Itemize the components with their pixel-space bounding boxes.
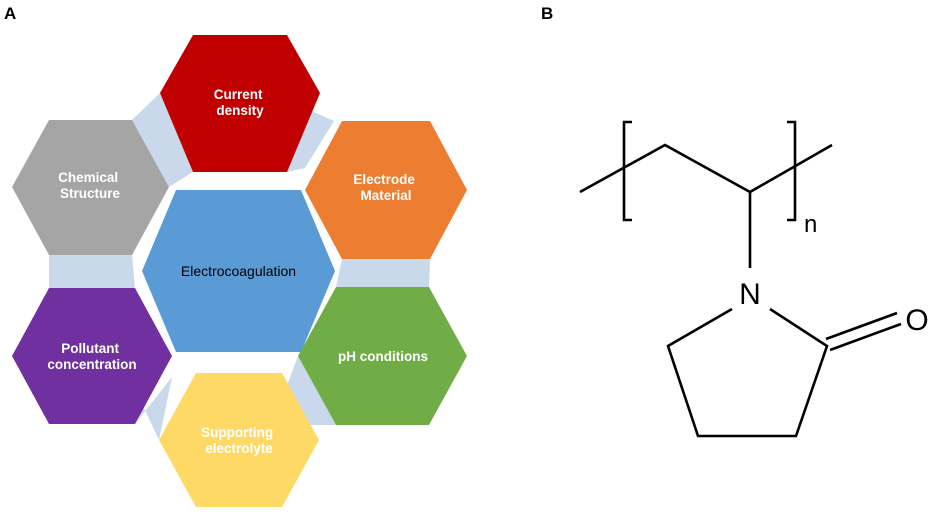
hexagon-supporting-electrolyte: [159, 373, 319, 507]
backbone-bonds: [579, 143, 833, 194]
hexagon-pollutant-concentration: [12, 288, 172, 424]
center-hexagon-label: Electrocoagulation: [181, 263, 296, 279]
panel-label-a: A: [4, 4, 16, 23]
label-line: concentration: [47, 357, 136, 372]
left-bracket: [622, 120, 632, 222]
label-line: Current: [214, 87, 263, 102]
hexagon-current-density: [160, 35, 320, 172]
label-line: density: [216, 103, 264, 118]
hexagon-label-electrode-material: Electrode Material: [353, 172, 418, 203]
label-line: pH conditions: [338, 349, 428, 364]
factor-diagram: Electrocoagulation Current density Elect…: [12, 35, 467, 507]
connector-structure-current: [132, 93, 193, 187]
hexagon-label-current-density: Current density: [214, 87, 267, 118]
label-line: Electrode: [353, 172, 415, 187]
hexagon-label-pollutant-concentration: Pollutant concentration: [47, 341, 136, 372]
hexagon-chemical-structure: [12, 120, 169, 255]
label-line: electrolyte: [205, 441, 273, 456]
label-line: Structure: [60, 186, 121, 201]
right-bracket: [787, 120, 797, 222]
carbonyl-bond-2: [829, 322, 902, 352]
hexagon-ph-conditions: [298, 287, 467, 425]
connector-electrolyte-pollutant: [135, 377, 172, 440]
connector-pollutant-structure: [49, 255, 135, 288]
hexagon-label-supporting-electrolyte: Supporting electrolyte: [201, 425, 277, 456]
hexagon-label-ph-conditions: pH conditions: [338, 349, 428, 364]
connector-current-electrode: [287, 108, 334, 172]
label-line: Chemical: [58, 170, 118, 185]
hexagon-electrode-material: [305, 121, 467, 259]
label-line: Supporting: [201, 425, 273, 440]
chemical-structure-pvp: n N O: [579, 120, 929, 438]
repeat-subscript: n: [804, 211, 817, 238]
ring-bonds: [666, 307, 829, 438]
hexagon-label-chemical-structure: Chemical Structure: [58, 170, 122, 201]
label-line: Pollutant: [61, 341, 119, 356]
nitrogen-atom: N: [739, 278, 761, 311]
oxygen-atom: O: [905, 304, 928, 337]
center-hexagon: [142, 190, 335, 352]
connector-electrode-ph: [336, 259, 430, 287]
carbonyl-bond-1: [825, 311, 898, 341]
label-line: Material: [360, 188, 411, 203]
panel-label-b: B: [541, 4, 553, 23]
